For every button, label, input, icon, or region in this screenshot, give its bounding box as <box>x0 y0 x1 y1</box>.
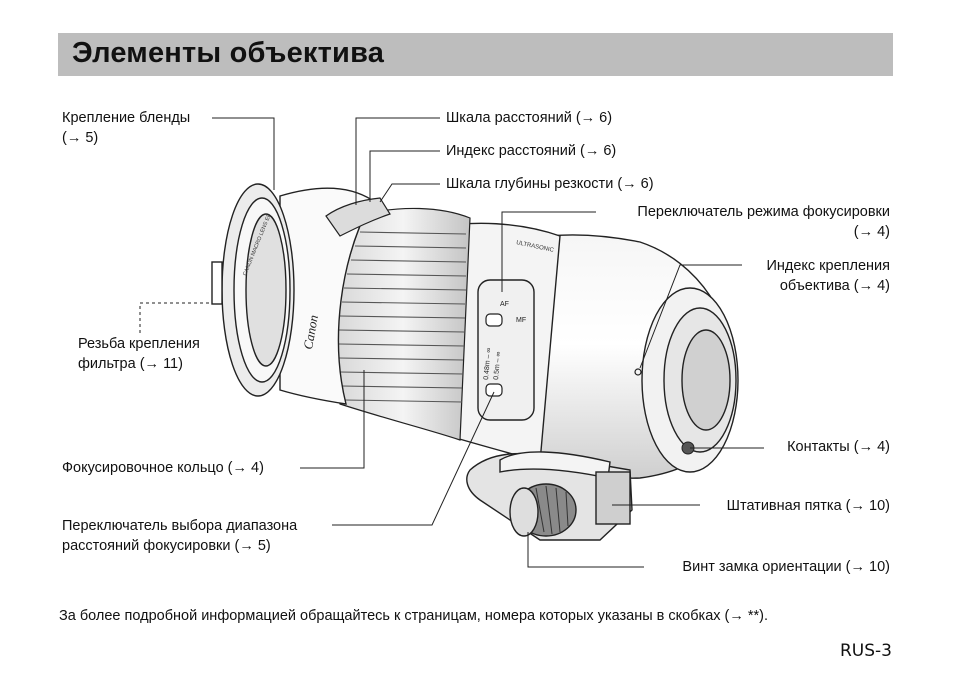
label-contacts: Контакты (→ 4) <box>787 439 890 455</box>
leader-lines <box>139 117 764 568</box>
leader-mount-index <box>639 264 742 369</box>
lens-body <box>429 222 739 479</box>
leader-focus-ring <box>300 370 365 469</box>
leader-dof-scale <box>379 183 440 203</box>
label-filter-thread-line1: Резьба крепления <box>78 336 200 352</box>
label-distance-scale: Шкала расстояний (→ 6) <box>446 110 613 126</box>
distance-window <box>325 197 391 237</box>
label-orientation-knob: Винт замка ориентации (→ 10) <box>682 559 890 575</box>
label-mount-index: Индекс крепления объектива (→ 4) <box>766 256 890 296</box>
leader-distance-index <box>369 150 440 202</box>
front-barrel <box>211 183 373 405</box>
label-range-switch-line2: расстояний фокусировки (→ 5) <box>62 538 271 554</box>
leader-hood-mount <box>212 117 275 190</box>
label-hood-mount-line2: (→ 5) <box>62 130 99 146</box>
mf-marking: MF <box>516 317 526 324</box>
af-marking: AF <box>500 301 509 308</box>
label-filter-thread-line2: фильтра (→ 11) <box>78 356 183 372</box>
mount-index-dot <box>634 368 642 376</box>
label-focus-ring: Фокусировочное кольцо (→ 4) <box>62 460 264 476</box>
leader-filter-thread <box>139 302 210 333</box>
focus-mode-switch-knob <box>485 313 503 327</box>
front-ring-inner <box>245 213 287 367</box>
label-mount-index-line2: объектива (→ 4) <box>779 278 890 294</box>
leader-focus-mode <box>501 211 596 292</box>
page-number: RUS-3 <box>840 641 892 661</box>
label-mount-index-line1: Индекс крепления <box>766 258 890 274</box>
label-range-switch-line1: Переключатель выбора диапазона <box>62 518 298 534</box>
page-title: Элементы объектива <box>72 37 385 69</box>
leader-orientation-knob <box>527 532 644 568</box>
label-distance-index: Индекс расстояний (→ 6) <box>446 143 617 159</box>
orientation-knob <box>509 483 577 537</box>
leader-range-switch <box>332 391 495 526</box>
focus-ring-ribs <box>338 231 467 403</box>
label-dof-scale: Шкала глубины резкости (→ 6) <box>446 176 654 192</box>
label-filter-thread: Резьба крепления фильтра (→ 11) <box>78 334 200 374</box>
tripod-foot-panel <box>595 471 631 525</box>
label-range-switch: Переключатель выбора диапазона расстояни… <box>62 516 297 556</box>
label-hood-mount-line1: Крепление бленды <box>62 110 191 126</box>
label-focus-mode-switch: Переключатель режима фокусировки (→ 4) <box>637 202 890 242</box>
label-focus-mode-line2: (→ 4) <box>853 224 890 240</box>
brand-marking: Canon <box>300 314 321 351</box>
footer-note: За более подробной информацией обращайте… <box>59 608 769 624</box>
range-switch-knob <box>485 383 503 397</box>
label-hood-mount: Крепление бленды (→ 5) <box>62 108 190 148</box>
range-marking-1: 0.48m – ∞ <box>483 347 493 380</box>
leader-distance-scale <box>355 117 440 205</box>
hood-mount-tab <box>211 261 223 305</box>
switch-knobs <box>485 313 503 397</box>
range-marking-2: 0.5m – ∞ <box>493 351 502 380</box>
focus-ring <box>335 207 471 441</box>
title-bar: Элементы объектива <box>58 33 893 76</box>
rear-lens-element <box>681 329 731 431</box>
label-tripod-foot: Штативная пятка (→ 10) <box>726 498 890 514</box>
label-focus-mode-line1: Переключатель режима фокусировки <box>637 204 890 220</box>
